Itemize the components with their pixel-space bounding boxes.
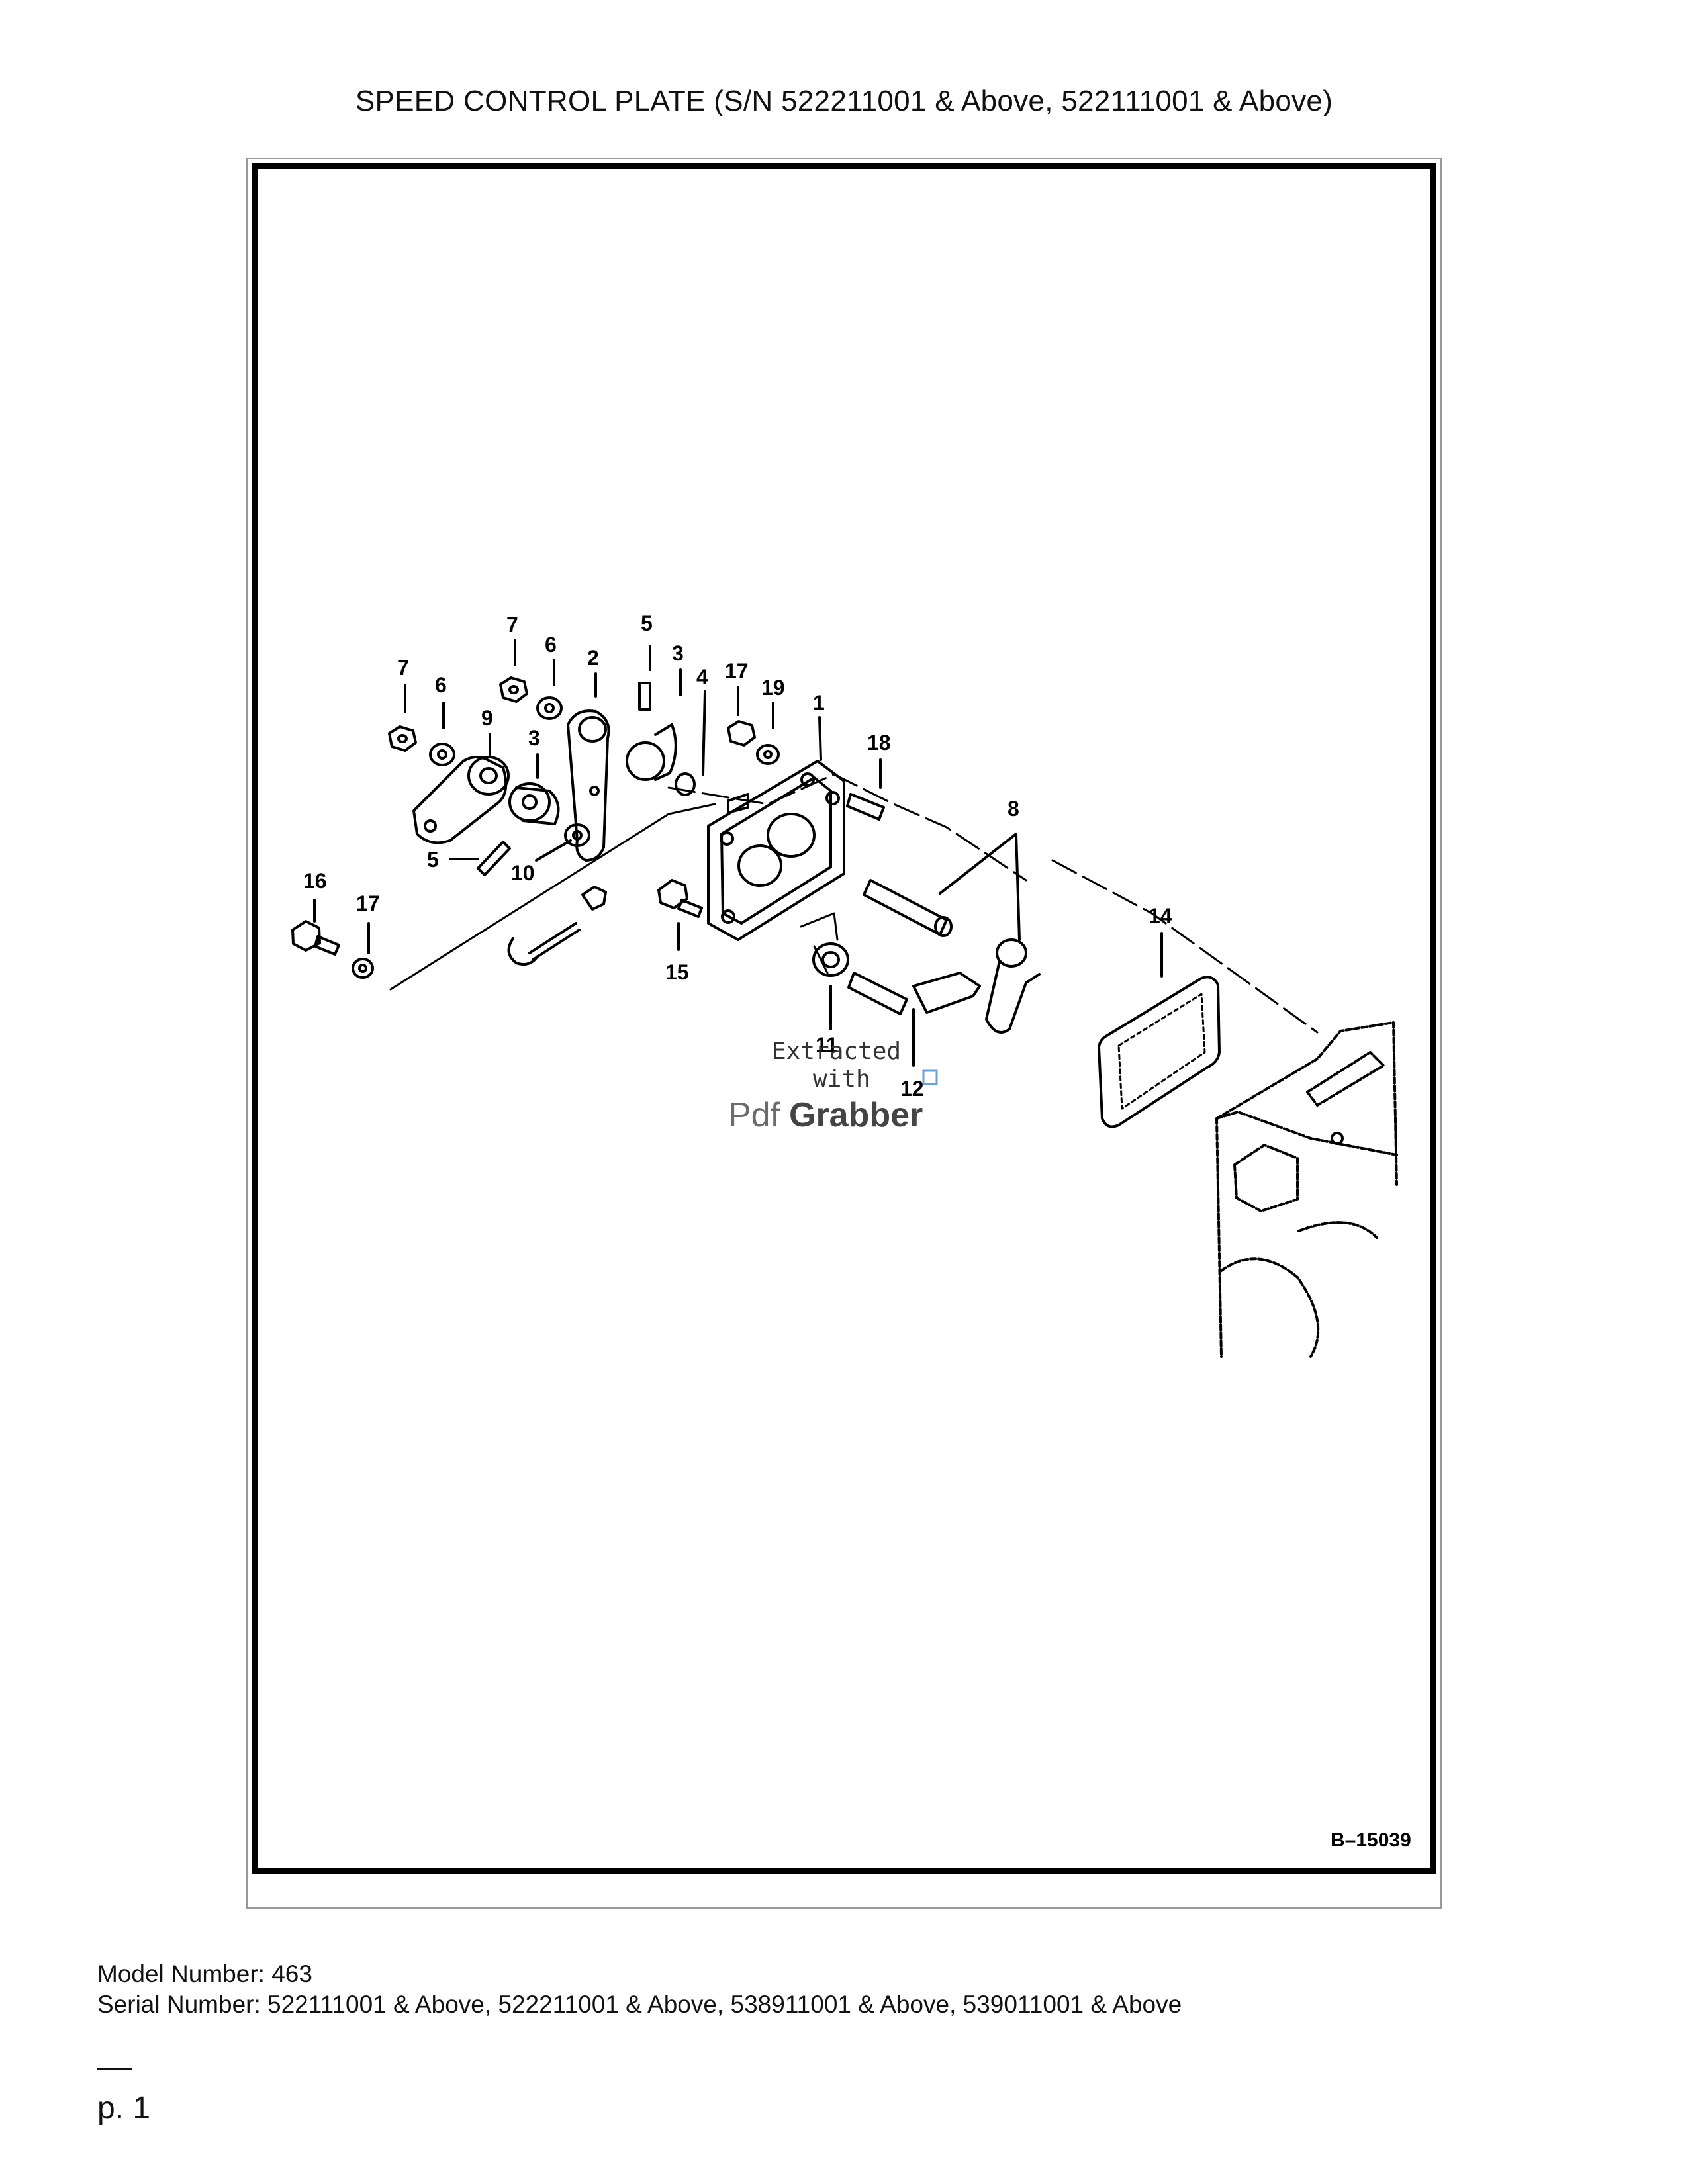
callout-labels: 7 6 2 5 3 4 17 19 1 7 6 9 3 18 8 14 16 1… — [303, 612, 1172, 1101]
callout-7-top: 7 — [506, 613, 518, 637]
watermark-brand-grabber: Grabber — [789, 1096, 923, 1134]
part-engine-block — [1215, 1021, 1398, 1358]
callout-14: 15 — [665, 960, 689, 984]
part-lever-shaft-12 — [847, 972, 981, 1015]
callout-3-top: 3 — [672, 641, 684, 665]
figure-id: B–15039 — [1331, 1829, 1411, 1851]
part-washer-16 — [352, 958, 374, 979]
part-pin-5-lower — [477, 841, 511, 876]
callout-11: 11 — [816, 1033, 838, 1057]
part-shaft-8 — [863, 879, 1041, 1034]
callout-6-left: 6 — [435, 673, 447, 697]
callout-4: 4 — [696, 665, 708, 689]
part-gasket-13 — [1098, 976, 1221, 1128]
part-pin-5-upper — [638, 682, 651, 711]
page-separator — [97, 2068, 132, 2070]
part-nut-7-left — [388, 725, 417, 752]
callout-15: 16 — [303, 869, 327, 893]
callout-19: 19 — [761, 676, 785, 700]
part-bolt-14 — [657, 879, 703, 918]
callout-6-top: 6 — [545, 633, 557, 657]
part-nut-7-top — [499, 676, 528, 703]
part-bushing-3-upper — [626, 723, 677, 781]
callout-leaders — [313, 639, 1163, 1067]
pdfgrabber-watermark: Extracted with Pdf Grabber — [728, 1038, 938, 1134]
figure-frame — [252, 163, 1436, 1874]
callout-13: 14 — [1149, 904, 1172, 928]
part-lever-2 — [567, 709, 610, 862]
assembly-line-lower — [389, 803, 716, 991]
callout-7-left: 7 — [397, 656, 409, 680]
watermark-logo-icon — [922, 1069, 938, 1085]
callout-17: 18 — [867, 731, 891, 754]
part-washer-6-top — [536, 696, 563, 720]
part-oring-4 — [675, 772, 696, 796]
callout-2: 2 — [587, 646, 599, 670]
part-nut-18 — [727, 720, 756, 747]
part-stud-17 — [846, 793, 885, 821]
part-bushing-3-left — [508, 782, 560, 825]
part-washer-19 — [756, 744, 780, 765]
watermark-line-extracted: Extracted — [772, 1038, 901, 1065]
callout-16: 17 — [356, 891, 380, 915]
serial-number: Serial Number: 522111001 & Above, 522211… — [97, 1991, 1182, 2018]
part-washer-10 — [564, 823, 590, 847]
watermark-brand-pdf: Pdf — [728, 1096, 780, 1134]
part-spring-clip — [507, 886, 607, 966]
watermark-line-with: with — [813, 1066, 870, 1093]
callout-1: 1 — [813, 691, 825, 715]
callout-10: 10 — [511, 861, 535, 885]
part-plate-1 — [707, 760, 845, 941]
callout-5-lower: 5 — [427, 848, 439, 872]
model-number: Model Number: 463 — [97, 1960, 312, 1987]
part-bolt-15 — [291, 920, 340, 956]
part-seal-11 — [812, 942, 849, 977]
page-number: p. 1 — [97, 2091, 151, 2126]
part-washer-6-left — [429, 743, 455, 766]
figure-outer-frame — [246, 158, 1442, 1909]
callout-3-left: 3 — [528, 726, 540, 750]
callout-8: 8 — [1008, 797, 1019, 821]
callout-12: 12 — [900, 1077, 924, 1101]
callout-18: 17 — [725, 659, 749, 683]
page-title: SPEED CONTROL PLATE (S/N 522211001 & Abo… — [355, 85, 1333, 117]
callout-9: 9 — [481, 706, 493, 730]
callout-5-top: 5 — [641, 612, 653, 635]
part-lever-9 — [412, 756, 510, 844]
